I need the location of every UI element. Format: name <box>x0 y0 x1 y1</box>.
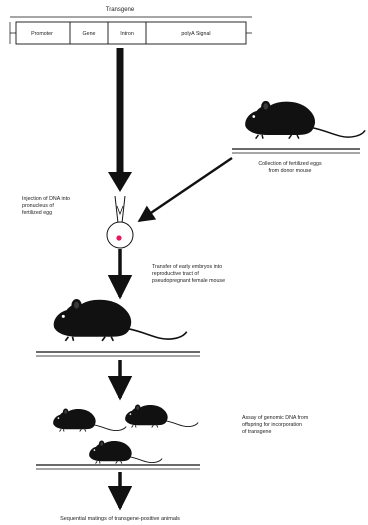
donor-caption-line-1: Collection of fertilized eggs <box>258 161 322 167</box>
donor-mouse-icon <box>245 101 365 139</box>
injection-caption-line-1: Injection of DNA into <box>22 196 70 202</box>
pup-icon <box>53 409 126 432</box>
segment-intron: Intron <box>120 31 134 37</box>
fertilized-egg <box>107 222 133 248</box>
pronucleus <box>116 235 121 240</box>
injection-caption-line-2: pronucleus of <box>22 203 54 209</box>
final-caption: Sequential matings of transgene-positive… <box>60 516 180 522</box>
injection-caption-line-3: fertilized egg <box>22 210 52 216</box>
assay-caption-line-2: offspring for incorporation <box>242 422 302 428</box>
donor-caption-line-2: from donor mouse <box>269 168 312 174</box>
transgene-title: Transgene <box>106 7 135 13</box>
pup-icon <box>89 441 162 464</box>
segment-promoter: Promoter <box>31 31 53 37</box>
transfer-caption-line-1: Transfer of early embryos into <box>152 264 222 270</box>
segment-polya-signal: polyA Signal <box>181 31 210 37</box>
transfer-caption-line-3: pseudopregnant female mouse <box>152 278 225 284</box>
assay-caption-line-1: Assay of genomic DNA from <box>242 415 309 421</box>
pseudopregnant-mouse-icon <box>54 299 187 341</box>
pup-icon <box>125 405 198 428</box>
assay-caption-line-3: of transgene <box>242 429 272 435</box>
thick-arrow <box>108 48 132 192</box>
transfer-caption-line-2: reproductive tract of <box>152 271 199 277</box>
segment-gene: Gene <box>83 31 96 37</box>
diagonal-arrow <box>139 158 232 221</box>
